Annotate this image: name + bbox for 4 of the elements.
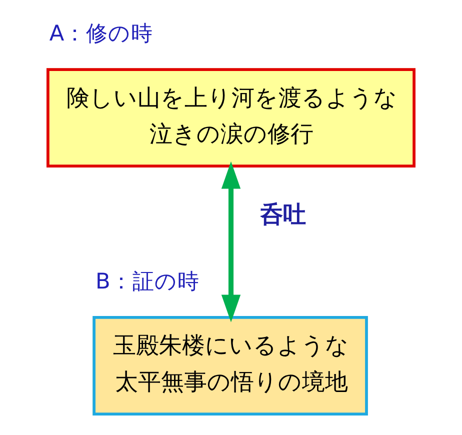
- arrow: [221, 160, 241, 322]
- node-label: A：修の時: [49, 21, 154, 46]
- edge-label: 呑吐: [260, 202, 306, 228]
- node-label: B：証の時: [96, 269, 200, 294]
